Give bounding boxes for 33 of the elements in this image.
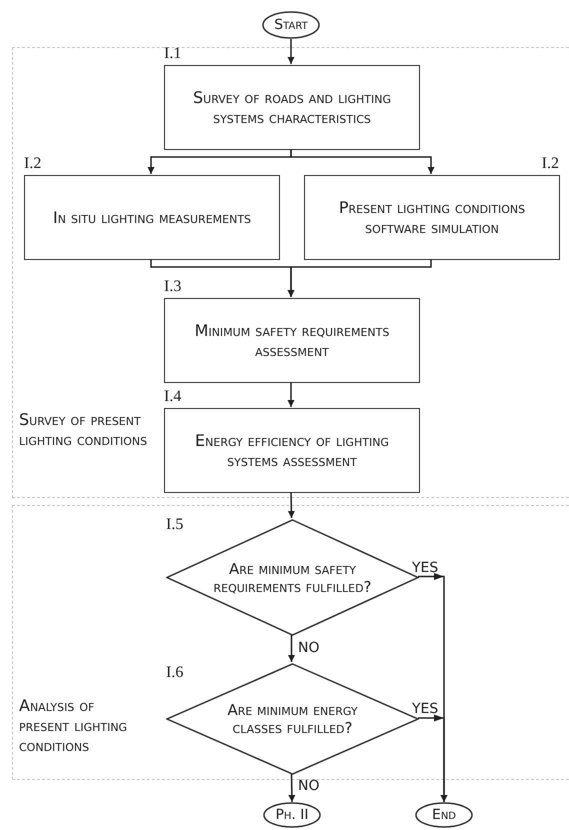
terminal-oval bbox=[263, 802, 321, 828]
process-box bbox=[24, 175, 280, 260]
terminal-label: Start bbox=[274, 16, 308, 35]
terminal-label: Ph. II bbox=[275, 806, 309, 825]
decision-question: Are minimum energy classes fulfilled? bbox=[226, 701, 359, 737]
phase-title: Survey of present lighting conditions bbox=[19, 410, 148, 450]
process-box bbox=[164, 298, 420, 383]
phase-region bbox=[12, 505, 569, 780]
step-number: I.6 bbox=[166, 665, 184, 681]
step-number: I.3 bbox=[164, 279, 182, 295]
edge-label: YES bbox=[412, 702, 438, 716]
step-number: I.5 bbox=[166, 517, 184, 533]
step-label: Minimum safety requirements assessment bbox=[194, 320, 390, 360]
step-number: I.4 bbox=[164, 389, 182, 405]
phase-region bbox=[12, 47, 569, 498]
step-number: I.2 bbox=[24, 156, 42, 172]
process-box bbox=[164, 408, 420, 493]
step-label: In situ lighting measurements bbox=[52, 208, 252, 228]
step-number: I.2 bbox=[542, 156, 559, 172]
terminal-label: End bbox=[432, 806, 456, 825]
step-number: I.1 bbox=[164, 46, 182, 62]
edge-label: NO bbox=[298, 641, 320, 655]
terminal-oval bbox=[262, 11, 320, 39]
process-box bbox=[304, 175, 560, 260]
decision-question: Are minimum safety requirements fulfilled? bbox=[212, 560, 372, 596]
process-box bbox=[164, 65, 420, 150]
step-label: Survey of roads and lighting systems characteristics bbox=[192, 88, 392, 128]
step-label: Present lighting conditions software simulation bbox=[338, 198, 526, 238]
edge-label: NO bbox=[298, 779, 320, 793]
step-label: Energy efficiency of lighting systems assessment bbox=[194, 430, 390, 470]
terminal-oval bbox=[415, 802, 473, 828]
edge-label: YES bbox=[412, 561, 438, 575]
phase-title: Analysis of present lighting conditions bbox=[19, 696, 128, 756]
